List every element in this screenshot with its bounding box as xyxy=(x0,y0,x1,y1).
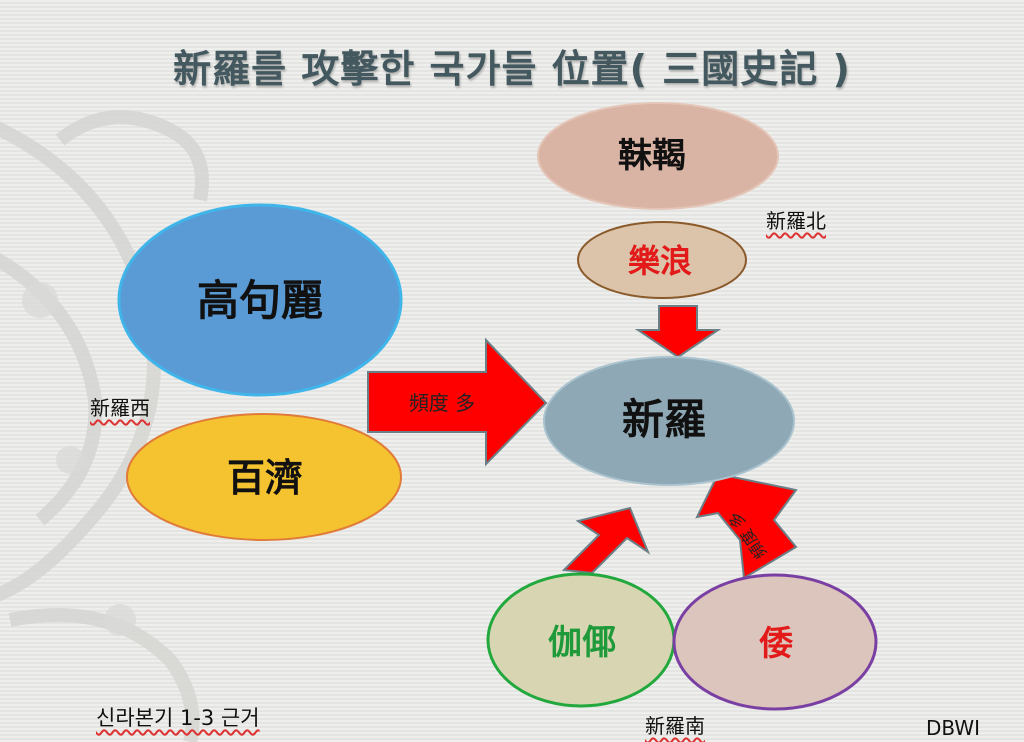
credit: DBWI xyxy=(926,716,981,740)
arrow-west-to-silla xyxy=(367,337,548,467)
node-silla xyxy=(543,356,795,486)
label-baekje: 百濟 xyxy=(227,456,303,500)
node-mohe xyxy=(537,102,779,210)
ornament-background xyxy=(0,110,209,742)
node-baekje xyxy=(126,413,402,541)
direction-south: 新羅南 xyxy=(645,714,705,738)
page-title: 新羅를 攻擊한 국가들 位置( 三國史記 ) xyxy=(173,47,851,91)
footer-note: 신라본기 1-3 근거 xyxy=(96,706,260,730)
label-mohe: 靺鞨 xyxy=(618,136,686,176)
label-goguryeo: 高句麗 xyxy=(197,276,323,325)
direction-north: 新羅北 xyxy=(766,209,826,233)
arrow-lelang-to-silla xyxy=(634,305,722,359)
label-lelang: 樂浪 xyxy=(628,242,692,280)
label-wa: 倭 xyxy=(759,624,794,664)
direction-west: 新羅西 xyxy=(90,396,150,420)
label-silla: 新羅 xyxy=(622,395,706,444)
node-goguryeo xyxy=(117,203,403,397)
label-gaya: 伽倻 xyxy=(548,623,616,663)
node-lelang xyxy=(577,221,747,299)
attack-arrows xyxy=(367,305,798,580)
arrow-gaya-to-silla xyxy=(561,506,651,575)
arrow-west-label: 頻度 多 xyxy=(409,391,475,415)
node-wa xyxy=(672,573,878,711)
